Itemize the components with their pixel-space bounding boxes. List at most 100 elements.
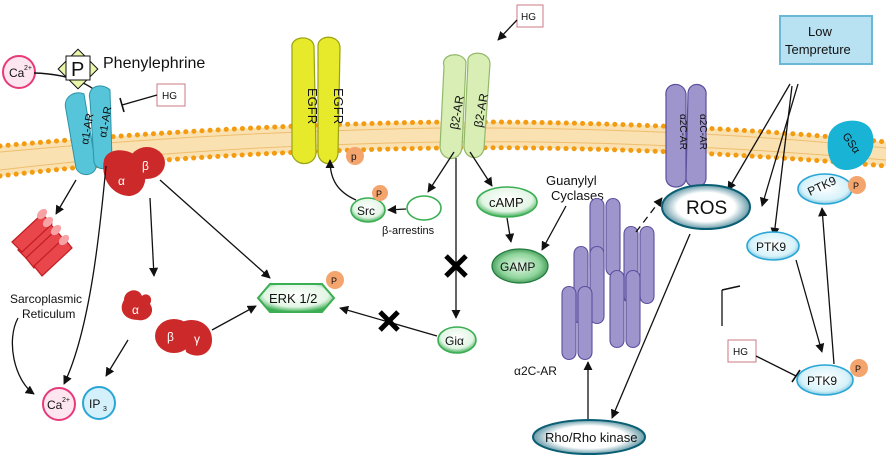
svg-text:Rho/Rho kinase: Rho/Rho kinase: [545, 430, 638, 445]
guanylyl-label: Guanylyl: [546, 173, 597, 188]
svg-text:EGFR: EGFR: [305, 88, 320, 124]
hg-inhibit-ptk9-line: [755, 355, 797, 377]
svg-text:β: β: [167, 330, 174, 344]
hg-inhibition-line: [121, 94, 158, 106]
hg-box-ptk9: HG: [727, 339, 757, 363]
arrow-ptk9-to-phospho: [795, 259, 825, 353]
svg-text:P: P: [855, 364, 861, 374]
svg-text:PTK9: PTK9: [807, 374, 837, 388]
arrow-gprotein-dissociation: [149, 197, 159, 277]
arrow-a1-to-sr: [55, 179, 77, 215]
low-temperature-box: Low Tempreture: [779, 15, 873, 65]
svg-text:HG: HG: [162, 91, 177, 102]
g-protein-alpha-beta: α β: [103, 147, 165, 196]
block-cross-gia-erk: [378, 310, 400, 332]
arrow-gprotein-to-erk: [159, 179, 271, 279]
svg-text:Ca: Ca: [9, 66, 25, 80]
arrow-temp-to-ptk9: [770, 85, 793, 237]
hg-box-alpha1: HG: [156, 83, 186, 107]
beta-arrestins-label: β-arrestins: [382, 225, 435, 237]
arrow-src-to-egfr: [325, 159, 357, 201]
svg-text:P: P: [376, 189, 382, 199]
svg-text:2+: 2+: [24, 65, 32, 72]
svg-text:cAMP: cAMP: [489, 195, 524, 210]
svg-text:ERK 1/2: ERK 1/2: [269, 291, 317, 306]
svg-text:γ: γ: [194, 332, 200, 346]
arrow-to-ip3: [105, 339, 129, 377]
svg-text:Low: Low: [808, 24, 832, 39]
svg-text:Ca: Ca: [47, 398, 63, 412]
calcium-ion-bottom: Ca 2+: [42, 387, 76, 421]
egfr-receptor: EGFR EGFR: [291, 36, 346, 165]
arrow-ptk9-to-membrane: [818, 207, 835, 365]
svg-text:β: β: [142, 159, 149, 173]
arrow-beta2-to-camp: [469, 151, 493, 187]
svg-text:Src: Src: [357, 204, 375, 218]
svg-text:ROS: ROS: [686, 198, 727, 219]
sarcoplasmic-label: Sarcoplasmic: [10, 292, 82, 306]
beta2-ar-receptor: β2-AR β2-AR: [439, 52, 491, 160]
beta-arrestins-node: [406, 195, 442, 221]
arrow-ros-to-rho: [611, 233, 691, 419]
arrow-gc-to-gamp: [541, 205, 567, 251]
svg-text:P: P: [71, 59, 84, 81]
svg-text:β2-AR: β2-AR: [471, 92, 491, 128]
arrow-hg-to-beta2: [497, 19, 518, 41]
arrow-betagamma-to-erk: [211, 305, 257, 331]
ptk9-middle-node: PTK9: [746, 231, 800, 261]
rho-kinase-node: Rho/Rho kinase: [532, 419, 646, 455]
ip3-molecule: IP 3: [82, 386, 116, 420]
calcium-ion-top: Ca 2+: [2, 55, 36, 89]
cyclases-label: Cyclases: [551, 188, 604, 203]
g-protein-subunits: α β γ: [121, 290, 212, 356]
reticulum-label: Reticulum: [22, 307, 75, 321]
svg-text:Tempreture: Tempreture: [785, 42, 851, 57]
svg-text:α: α: [132, 303, 139, 317]
alpha2c-ar-label: α2C-AR: [514, 364, 557, 378]
svg-text:β2-AR: β2-AR: [447, 94, 467, 130]
arrow-beta2-to-arrestin: [427, 151, 455, 193]
arrow-sr-to-ca: [11, 317, 35, 395]
svg-text:α: α: [118, 174, 125, 188]
hg-box-beta2: HG: [516, 4, 544, 28]
svg-text:P: P: [853, 181, 859, 191]
arrow-arrestin-to-src: [387, 205, 407, 215]
ptk9-phospho-node: PTK9 P: [796, 359, 868, 396]
svg-text:α2C-AR: α2C-AR: [677, 114, 688, 150]
svg-text:α1-AR: α1-AR: [79, 112, 96, 145]
gsa-protein: GSα: [827, 120, 874, 170]
svg-text:EGFR: EGFR: [331, 88, 346, 124]
phenylephrine-ligand: P: [57, 48, 99, 90]
svg-text:p: p: [351, 152, 357, 163]
phospho-egfr: p: [346, 147, 364, 165]
sarcoplasmic-reticulum-icon: [11, 208, 73, 277]
alpha1-ar-receptor: α1-AR α1-AR: [64, 85, 114, 175]
phenylephrine-label: Phenylephrine: [103, 55, 205, 72]
gamp-node: GAMP: [491, 248, 549, 284]
arrow-temp-to-ros: [727, 83, 791, 191]
svg-text:P: P: [331, 276, 337, 286]
src-node: Src P: [350, 185, 388, 223]
svg-text:α1-AR: α1-AR: [97, 105, 114, 138]
camp-node: cAMP: [476, 186, 538, 218]
gia-node: Giα: [437, 326, 477, 354]
svg-text:2+: 2+: [62, 397, 70, 404]
svg-text:HG: HG: [733, 347, 748, 358]
svg-text:Giα: Giα: [445, 334, 464, 348]
svg-text:IP: IP: [89, 397, 100, 411]
arrow-camp-to-gamp: [505, 217, 515, 243]
svg-text:HG: HG: [521, 12, 536, 23]
block-cross-beta2-gia: [444, 254, 468, 278]
erk-node: ERK 1/2 P: [256, 271, 344, 313]
arrow-a1-to-ca: [63, 165, 107, 385]
svg-text:GAMP: GAMP: [500, 260, 535, 274]
alpha2c-ar-membrane: α2C-AR α2C-AR: [665, 83, 708, 188]
ros-node: ROS: [661, 184, 751, 230]
svg-text:3: 3: [103, 406, 107, 413]
ptk9-membrane-node: PTK9 P: [797, 173, 866, 205]
arrow-temp-to-ros-2: [759, 83, 799, 207]
alpha2c-ar-cluster: [561, 197, 655, 361]
svg-text:PTK9: PTK9: [756, 240, 786, 254]
